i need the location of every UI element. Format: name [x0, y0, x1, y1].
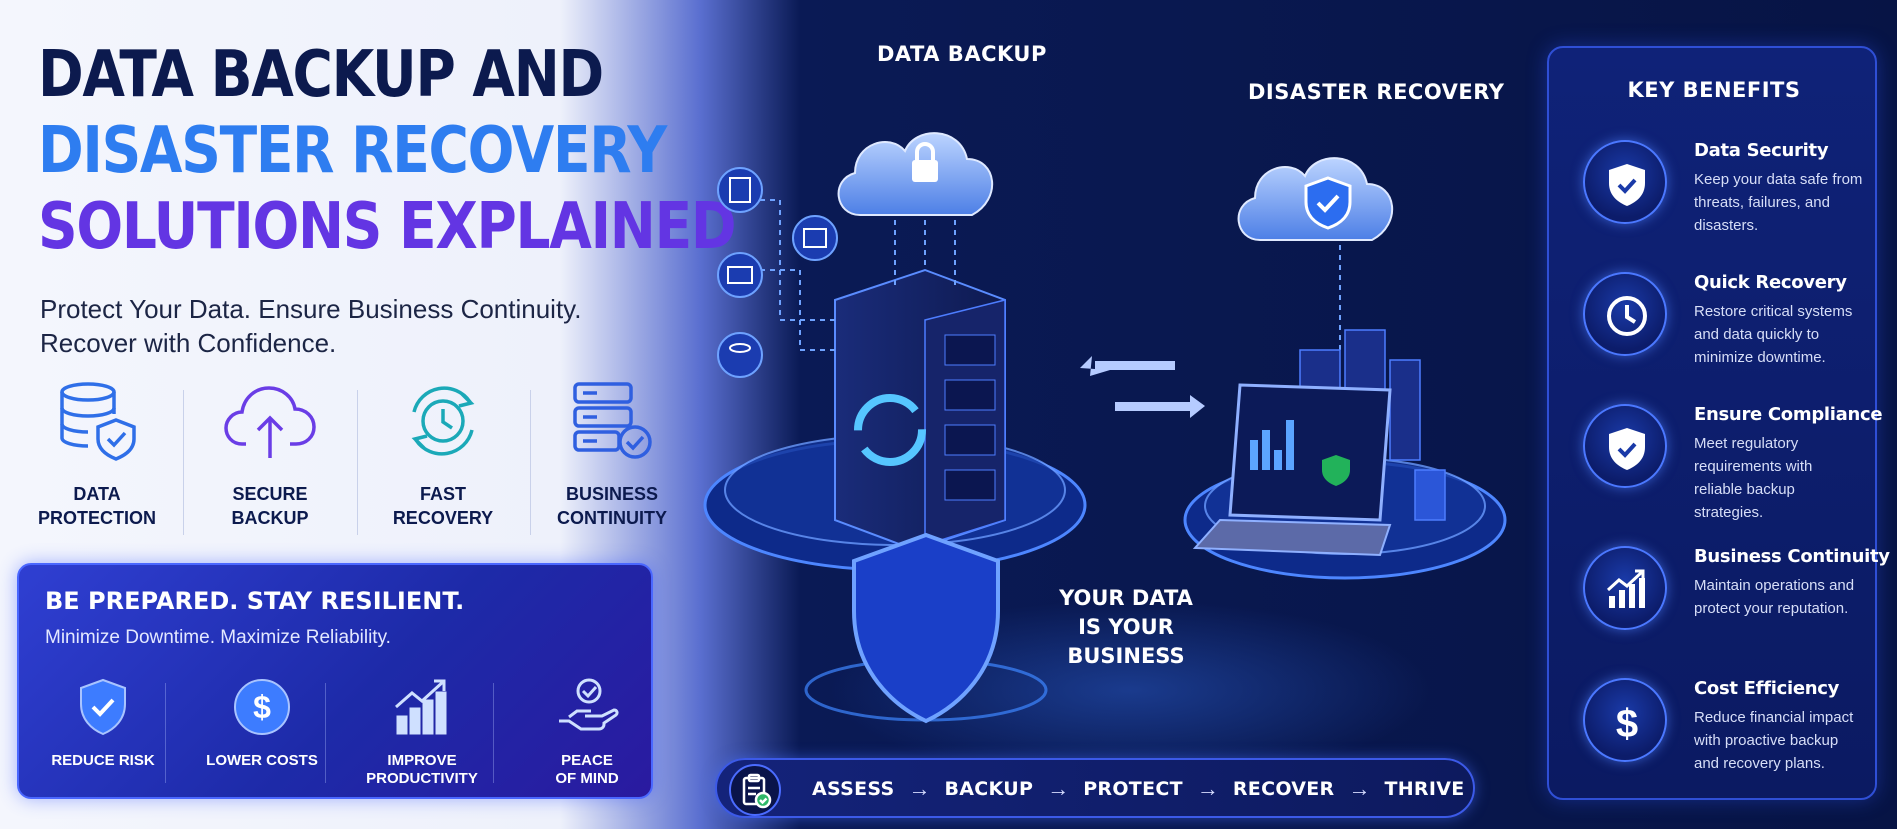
divider	[530, 390, 531, 535]
benefit-label-line-2: PRODUCTIVITY	[366, 770, 478, 787]
feature-label-line-1: BUSINESS	[565, 484, 659, 504]
benefit-desc: Restore critical systems and data quickl…	[1694, 303, 1853, 366]
benefit-lower-costs: $ LOWER COSTS	[187, 677, 337, 770]
feature-data-protection: DATA PROTECTION	[22, 378, 172, 530]
benefit-desc: Keep your data safe from threats, failur…	[1694, 171, 1863, 234]
benefit-label-line-1: PEACE	[561, 752, 613, 769]
shield-text-line-3: BUSINESS	[1067, 644, 1185, 668]
dollar-coin-icon: $	[234, 679, 290, 735]
subtitle: Protect Your Data. Ensure Business Conti…	[40, 292, 640, 360]
benefit-title: Ensure Compliance	[1694, 404, 1883, 425]
shield-text: YOUR DATA IS YOUR BUSINESS	[1046, 584, 1206, 671]
growth-chart-icon	[395, 679, 447, 735]
feature-label-line-2: RECOVERY	[392, 508, 494, 528]
dollar-icon: $	[1583, 678, 1667, 762]
feature-fast-recovery: FAST RECOVERY	[368, 378, 518, 530]
benefit-title: Cost Efficiency	[1694, 678, 1840, 699]
feature-label-line-2: PROTECTION	[37, 508, 156, 528]
step-recover: RECOVER	[1232, 778, 1335, 800]
arrow-right-icon: →	[1196, 776, 1219, 801]
arrow-right-icon: →	[1047, 776, 1070, 801]
arrow-right-icon: →	[1348, 776, 1371, 801]
arrow-right-icon: →	[908, 776, 931, 801]
be-prepared-subtitle: Minimize Downtime. Maximize Reliability.	[45, 627, 391, 648]
benefit-quick-recovery: Quick Recovery Restore critical systems …	[1583, 272, 1873, 392]
page-title-line-2: DISASTER RECOVERY	[38, 114, 667, 188]
page-title-line-3: SOLUTIONS EXPLAINED	[38, 190, 737, 264]
server-rack	[834, 268, 1006, 552]
key-benefits-panel: KEY BENEFITS Data Security Keep your dat…	[1547, 46, 1890, 800]
transfer-arrows	[1080, 356, 1205, 418]
subtitle-line-2: Recover with Confidence.	[40, 328, 337, 358]
hand-check-icon	[559, 678, 619, 731]
benefit-data-security: Data Security Keep your data safe from t…	[1583, 140, 1873, 260]
benefit-ensure-compliance: Ensure Compliance Meet regulatory requir…	[1583, 404, 1883, 524]
benefit-cost-efficiency: $ Cost Efficiency Reduce financial impac…	[1583, 678, 1873, 798]
step-assess: ASSESS	[812, 778, 895, 800]
benefit-label-line-1: LOWER COSTS	[206, 752, 318, 769]
feature-label-line-1: FAST	[419, 484, 466, 504]
divider	[357, 390, 358, 535]
clipboard-check-icon	[729, 764, 781, 816]
benefit-title: Data Security	[1694, 140, 1829, 161]
be-prepared-title: BE PREPARED. STAY RESILIENT.	[45, 587, 465, 615]
feature-label-line-1: DATA	[73, 484, 121, 504]
key-benefits-title: KEY BENEFITS	[1627, 78, 1801, 102]
divider	[165, 683, 166, 783]
growth-chart-icon	[1583, 546, 1667, 630]
svg-text:$: $	[1616, 702, 1638, 744]
shield-check-icon	[1583, 140, 1667, 224]
feature-business-continuity: BUSINESS CONTINUITY	[537, 378, 687, 530]
center-shield	[804, 532, 1048, 724]
server-check-icon	[573, 382, 652, 459]
data-backup-label: DATA BACKUP	[877, 42, 1047, 66]
divider	[183, 390, 184, 535]
benefit-label-line-2: OF MIND	[555, 770, 619, 787]
benefit-label-line-1: IMPROVE	[387, 752, 457, 769]
benefit-business-continuity: Business Continuity Maintain operations …	[1583, 546, 1890, 666]
recovery-cloud-shield	[1237, 157, 1394, 241]
feature-secure-backup: SECURE BACKUP	[195, 378, 345, 530]
feature-label-line-2: BACKUP	[231, 508, 309, 528]
be-prepared-panel: BE PREPARED. STAY RESILIENT. Minimize Do…	[17, 563, 653, 799]
clock-icon	[1583, 272, 1667, 356]
step-backup: BACKUP	[944, 778, 1034, 800]
process-bar: ASSESS → BACKUP → PROTECT → RECOVER → TH…	[715, 758, 1475, 818]
benefit-desc: Reduce financial impact with proactive b…	[1694, 709, 1854, 772]
clock-refresh-icon	[411, 386, 475, 456]
divider	[325, 683, 326, 783]
shield-text-line-2: IS YOUR	[1078, 615, 1174, 639]
backup-cloud-lock	[837, 132, 994, 216]
benefit-title: Quick Recovery	[1694, 272, 1847, 293]
disaster-recovery-label: DISASTER RECOVERY	[1248, 80, 1505, 104]
cloud-upload-icon	[224, 386, 316, 458]
benefit-improve-productivity: IMPROVE PRODUCTIVITY	[347, 677, 497, 788]
database-shield-icon	[60, 382, 136, 461]
page-title-line-1: DATA BACKUP AND	[38, 38, 604, 112]
feature-label-line-2: CONTINUITY	[557, 508, 667, 528]
step-protect: PROTECT	[1083, 778, 1183, 800]
file-icons	[717, 167, 838, 378]
feature-label-line-1: SECURE	[232, 484, 308, 504]
shield-text-line-1: YOUR DATA	[1059, 586, 1193, 610]
shield-check-icon	[80, 678, 126, 736]
benefit-reduce-risk: REDUCE RISK	[28, 677, 178, 770]
step-thrive: THRIVE	[1384, 778, 1465, 800]
svg-text:$: $	[253, 689, 271, 725]
benefit-label-line-1: REDUCE RISK	[51, 752, 155, 769]
backup-recovery-illustration	[703, 132, 1507, 780]
benefit-desc: Maintain operations and protect your rep…	[1694, 577, 1855, 617]
benefit-title: Business Continuity	[1694, 546, 1890, 567]
benefit-desc: Meet regulatory requirements with reliab…	[1694, 435, 1813, 521]
shield-check-icon	[1583, 404, 1667, 488]
subtitle-line-1: Protect Your Data. Ensure Business Conti…	[40, 294, 582, 324]
process-steps: ASSESS → BACKUP → PROTECT → RECOVER → TH…	[812, 776, 1465, 802]
divider	[493, 683, 494, 783]
laptop	[1192, 383, 1392, 557]
benefit-peace-of-mind: PEACE OF MIND	[512, 677, 662, 788]
